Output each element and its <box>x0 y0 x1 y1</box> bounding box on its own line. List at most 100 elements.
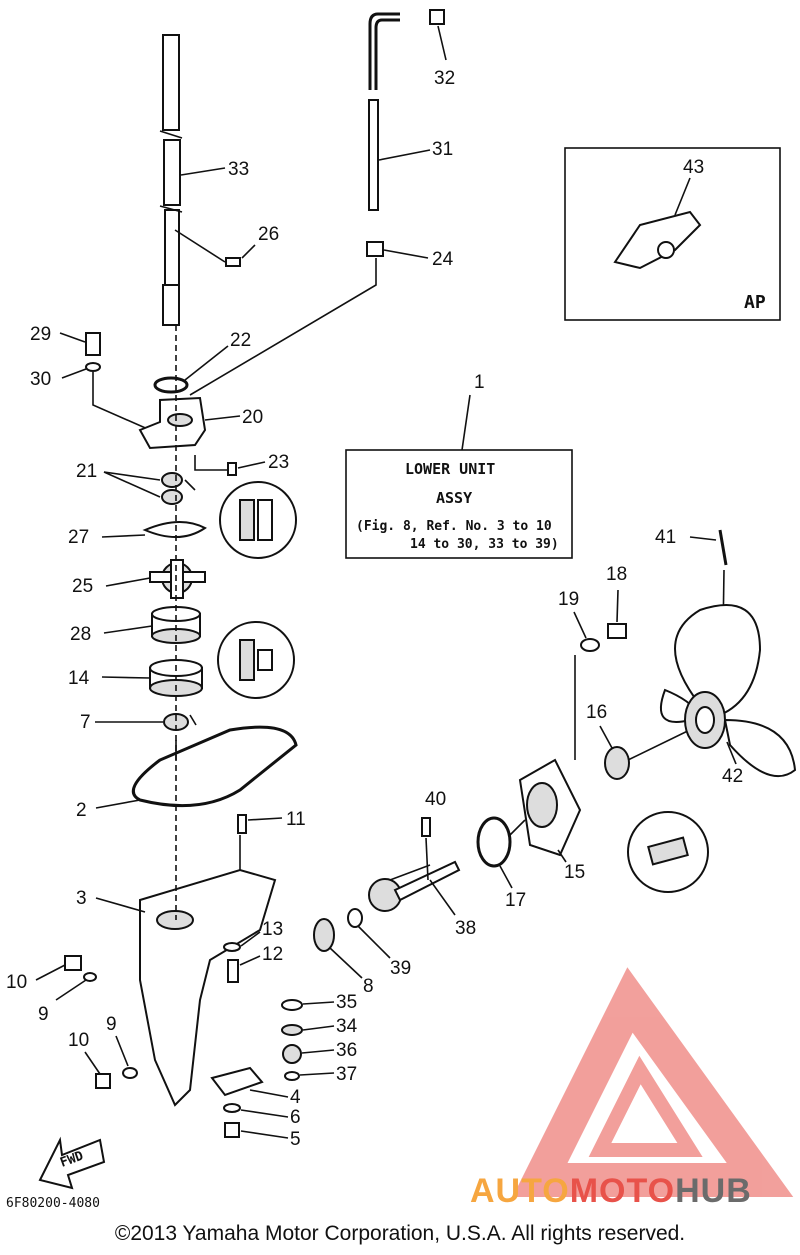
callout-3: 3 <box>76 888 87 909</box>
callout-15: 15 <box>564 862 585 883</box>
seal-21a-icon <box>161 472 183 488</box>
anode-4-icon <box>210 1066 264 1097</box>
callout-41: 41 <box>655 527 676 548</box>
diagram-code: 6F80200-4080 <box>6 1196 100 1211</box>
propeller-42-icon <box>660 604 797 778</box>
pin-11-icon <box>237 814 247 834</box>
callout-14: 14 <box>68 668 90 689</box>
watermark-moto: MOTO <box>569 1172 676 1210</box>
assy-line-2: ASSY <box>436 489 472 507</box>
callout-18: 18 <box>606 564 627 585</box>
callout-8: 8 <box>363 976 374 997</box>
pump-housing-20 <box>138 396 207 450</box>
lower-unit-assy-box <box>345 449 573 559</box>
cap-15-icon <box>518 758 582 857</box>
callout-1: 1 <box>474 372 485 393</box>
callout-10a: 10 <box>6 972 27 993</box>
callout-26: 26 <box>258 224 279 245</box>
shim-35-icon <box>281 999 303 1011</box>
watermark-auto: AUTO <box>470 1172 570 1210</box>
callout-19: 19 <box>558 589 579 610</box>
callout-28: 28 <box>70 624 91 645</box>
cartridge-detail-inset <box>217 621 295 699</box>
bolt-12-icon <box>227 959 239 983</box>
nut-5-icon <box>224 1122 240 1138</box>
callout-25: 25 <box>72 576 93 597</box>
callout-20: 20 <box>242 407 263 428</box>
washer-30-icon <box>85 362 101 372</box>
callout-40: 40 <box>425 789 446 810</box>
callout-10b: 10 <box>68 1030 89 1051</box>
watermark-hub: HUB <box>675 1172 752 1210</box>
watermark-text: AUTOMOTOHUB <box>470 1172 752 1211</box>
callout-29: 29 <box>30 324 51 345</box>
washer-19-icon <box>580 638 600 652</box>
impeller-25-icon <box>149 559 206 599</box>
callout-31: 31 <box>432 139 453 160</box>
gasket-9b-icon <box>122 1067 138 1079</box>
gasket-2-icon <box>131 725 298 808</box>
callout-30: 30 <box>30 369 51 390</box>
watermark-logo-icon <box>512 967 794 1197</box>
callout-23: 23 <box>268 452 289 473</box>
ap-label: AP <box>744 292 766 313</box>
callout-6: 6 <box>290 1107 301 1128</box>
propeller-shaft-38 <box>368 860 461 912</box>
gasket-9a-icon <box>83 972 97 982</box>
bolt-29-icon <box>85 332 101 356</box>
pinion-36-icon <box>282 1044 302 1064</box>
drive-shaft-33 <box>159 34 183 326</box>
o-ring-17-icon <box>476 816 512 868</box>
callout-27: 27 <box>68 527 89 548</box>
cotter-pin-41-icon <box>718 529 728 566</box>
assy-line-3: (Fig. 8, Ref. No. 3 to 10 <box>356 519 552 534</box>
callout-22: 22 <box>230 330 251 351</box>
grommet-32-icon <box>429 9 445 25</box>
shim-39-icon <box>347 908 363 928</box>
seal-21b-icon <box>161 489 183 505</box>
plug-10b-icon <box>95 1073 111 1089</box>
copyright-notice: ©2013 Yamaha Motor Corporation, U.S.A. A… <box>114 1222 686 1245</box>
callout-36: 36 <box>336 1040 357 1061</box>
callout-2: 2 <box>76 800 87 821</box>
o-ring-22-icon <box>153 376 189 394</box>
callout-13: 13 <box>262 919 283 940</box>
callout-11: 11 <box>286 809 306 830</box>
callout-37: 37 <box>336 1064 357 1085</box>
callout-43: 43 <box>683 157 704 178</box>
plug-10a-icon <box>64 955 82 971</box>
callout-5: 5 <box>290 1129 301 1150</box>
callout-33: 33 <box>228 159 249 180</box>
bolt-18-icon <box>607 623 627 639</box>
callout-32: 32 <box>434 68 455 89</box>
washer-6-icon <box>223 1103 241 1113</box>
pin-23-icon <box>227 462 237 476</box>
callout-35: 35 <box>336 992 357 1013</box>
fwd-arrow-icon <box>38 1136 106 1190</box>
bearing-8-icon <box>313 918 335 952</box>
callout-39: 39 <box>390 958 411 979</box>
callout-9b: 9 <box>106 1014 117 1035</box>
ap-box <box>564 147 781 321</box>
callout-42: 42 <box>722 766 743 787</box>
bracket-43-icon <box>613 210 702 270</box>
callout-7: 7 <box>80 712 91 733</box>
callout-21: 21 <box>76 461 97 482</box>
callout-4: 4 <box>290 1087 301 1108</box>
plate-27-icon <box>142 520 207 539</box>
lower-case-3 <box>139 868 277 1107</box>
pin-40-icon <box>421 817 431 837</box>
callout-38: 38 <box>455 918 476 939</box>
assy-line-1: LOWER UNIT <box>405 460 495 478</box>
bearing-34-icon <box>281 1024 303 1036</box>
water-tube-31 <box>368 12 400 211</box>
pin-26-icon <box>225 257 241 267</box>
callout-24: 24 <box>432 249 454 270</box>
callout-16: 16 <box>586 702 607 723</box>
grommet-24-icon <box>366 241 384 257</box>
callout-17: 17 <box>505 890 526 911</box>
callout-34: 34 <box>336 1016 358 1037</box>
assy-line-4: 14 to 30, 33 to 39) <box>410 537 559 552</box>
callout-9a: 9 <box>38 1004 49 1025</box>
